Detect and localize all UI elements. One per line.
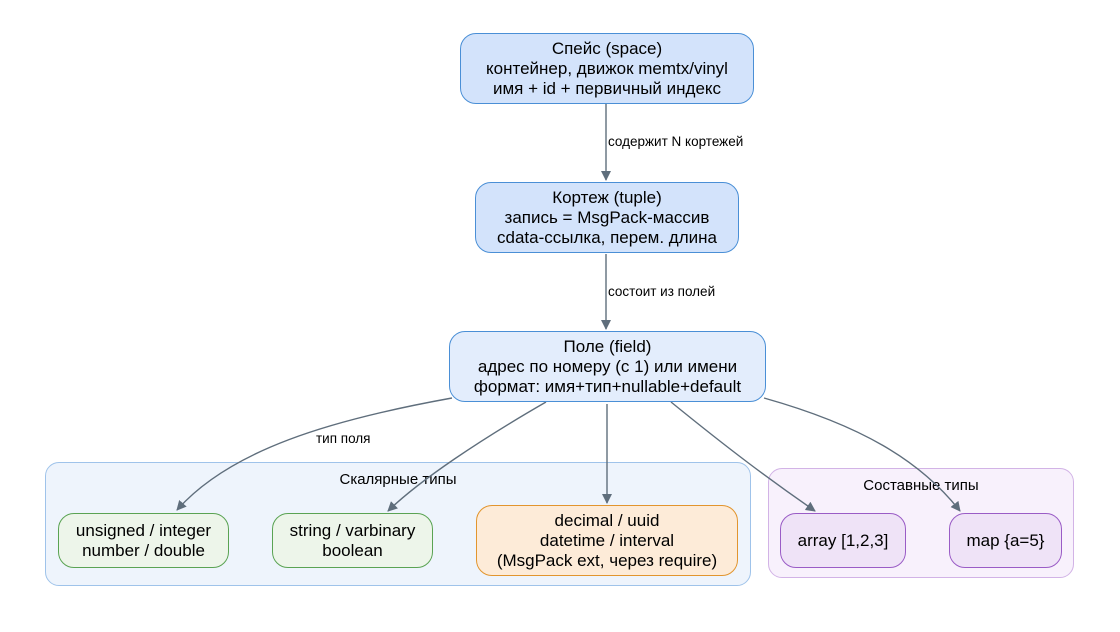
node-string-line-1: string / varbinary — [289, 520, 416, 540]
node-string-line-2: boolean — [322, 540, 383, 560]
edge-label-consists-of-fields: состоит из полей — [608, 284, 716, 299]
node-tuple-line-3: cdata-ссылка, перем. длина — [497, 227, 717, 247]
node-tuple-line-2: запись = MsgPack-массив — [504, 207, 710, 227]
edge-field-string — [387, 401, 547, 512]
node-field-line-2: адрес по номеру (с 1) или имени — [477, 356, 738, 376]
node-space: Спейс (space) контейнер, движок memtx/vi… — [460, 33, 754, 104]
node-tuple-title: Кортеж (tuple) — [552, 187, 662, 207]
node-field-title: Поле (field) — [563, 336, 652, 356]
node-space-line-2: контейнер, движок memtx/vinyl — [486, 58, 728, 78]
edge-field-map — [763, 397, 961, 512]
node-array-line-1: array [1,2,3] — [797, 530, 889, 550]
node-numeric-line-2: number / double — [82, 540, 205, 560]
node-map-type: map {a=5} — [949, 513, 1062, 568]
node-ext-line-2: datetime / interval — [539, 530, 675, 550]
node-ext-line-3: (MsgPack ext, через require) — [496, 550, 718, 570]
node-field-line-3: формат: имя+тип+nullable+default — [473, 376, 742, 396]
node-map-line-1: map {a=5} — [966, 530, 1045, 550]
node-string-types: string / varbinary boolean — [272, 513, 433, 568]
edge-field-array — [670, 401, 816, 512]
node-space-line-3: имя + id + первичный индекс — [492, 78, 722, 98]
node-space-title: Спейс (space) — [551, 38, 663, 58]
edge-label-contains-tuples: содержит N кортежей — [608, 134, 744, 149]
node-ext-line-1: decimal / uuid — [554, 510, 660, 530]
cluster-composite-label: Составные типы — [863, 477, 979, 494]
node-numeric-types: unsigned / integer number / double — [58, 513, 229, 568]
edge-label-field-type: тип поля — [316, 431, 371, 446]
edge-field-numeric — [176, 397, 453, 511]
node-tuple: Кортеж (tuple) запись = MsgPack-массив c… — [475, 182, 739, 253]
node-ext-types: decimal / uuid datetime / interval (MsgP… — [476, 505, 738, 576]
node-array-type: array [1,2,3] — [780, 513, 906, 568]
node-field: Поле (field) адрес по номеру (с 1) или и… — [449, 331, 766, 402]
node-numeric-line-1: unsigned / integer — [75, 520, 212, 540]
cluster-scalar-label: Скалярные типы — [339, 471, 457, 488]
